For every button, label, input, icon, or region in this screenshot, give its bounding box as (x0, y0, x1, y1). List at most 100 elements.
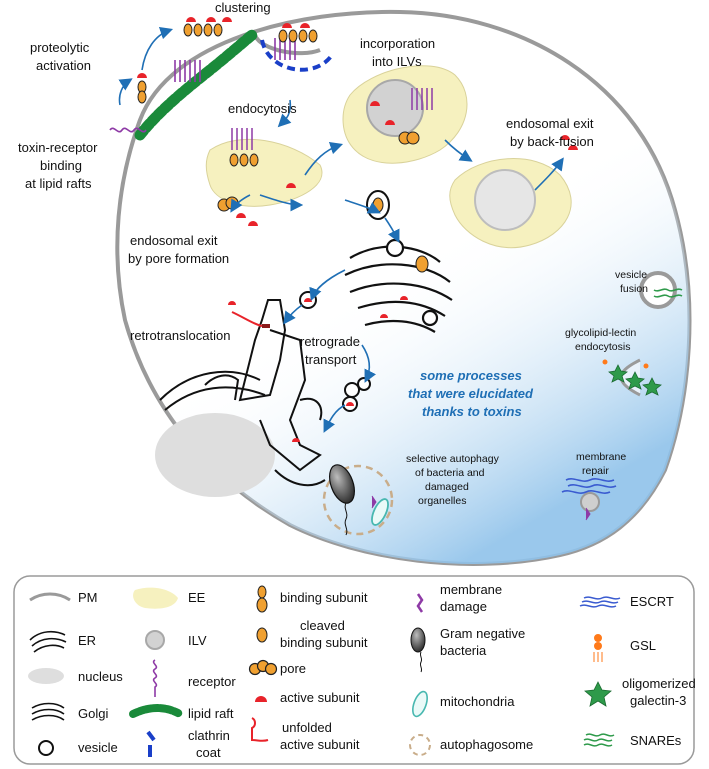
label-fusion: fusion (620, 283, 648, 295)
label-transport: transport (305, 352, 357, 367)
legend-autophagosome-icon (409, 734, 431, 756)
legend-galectin: galectin-3 (630, 693, 686, 708)
label-by-back-fusion: by back-fusion (510, 134, 594, 149)
nucleus (155, 413, 275, 497)
legend-nucleus-icon (28, 668, 64, 684)
legend-receptor-icon (152, 659, 158, 697)
er (159, 299, 326, 487)
back-fusion-endosome (449, 135, 578, 249)
legend-clathrin-icon (146, 730, 156, 757)
legend-cleaved: cleaved (300, 618, 345, 633)
toxin-cluster-top (137, 17, 318, 104)
legend-vesicle: vesicle (78, 740, 118, 755)
label-into-ilvs: into ILVs (372, 54, 422, 69)
legend-snares-icon (583, 733, 615, 747)
legend-cleaved-icon (256, 627, 268, 643)
clathrin-coat-pit (260, 39, 334, 72)
label-activation: activation (36, 58, 91, 73)
legend-pm-icon (29, 592, 71, 602)
label-retrotranslocation: retrotranslocation (130, 328, 230, 343)
receptor-outside (109, 38, 296, 133)
legend-ilv-icon (145, 630, 165, 650)
label-lipid-rafts: at lipid rafts (25, 176, 92, 191)
label-retrograde: retrograde (300, 334, 360, 349)
label-binding: binding (40, 158, 82, 173)
legend-oligomerized: oligomerized (622, 676, 696, 691)
label-of-bacteria: of bacteria and (415, 467, 485, 479)
label-glycolipid-endocytosis: endocytosis (575, 341, 630, 353)
free-active-subunits (236, 213, 258, 226)
legend-active-icon (255, 696, 267, 702)
legend-escrt: ESCRT (630, 594, 674, 609)
legend-ee-icon (133, 587, 178, 609)
label-endosomal-exit-pore: endosomal exit (130, 233, 218, 248)
legend-er: ER (78, 633, 96, 648)
early-endosome-ilv (342, 65, 468, 164)
label-by-pore-formation: by pore formation (128, 251, 229, 266)
label-repair: repair (582, 465, 609, 477)
legend-pore: pore (280, 661, 306, 676)
unfolded-subunit (231, 311, 263, 327)
legend-galectin-icon (584, 681, 612, 707)
legend-ee: EE (188, 590, 206, 605)
pathway-arrows (118, 26, 564, 433)
membrane-repair-bud (580, 492, 600, 512)
label-glycolipid: glycolipid-lectin (565, 327, 636, 339)
vesicle-2 (344, 382, 360, 398)
legend-box (13, 575, 695, 765)
legend-receptor: receptor (188, 674, 236, 689)
legend-gsl: GSL (630, 638, 656, 653)
label-damaged: damaged (425, 481, 469, 493)
legend-mitochondria: mitochondria (440, 694, 515, 709)
highlight-line-1: some processes (420, 368, 522, 383)
legend-clathrin: clathrin (188, 728, 230, 743)
legend-snares: SNAREs (630, 733, 682, 748)
label-endosomal-exit-back: endosomal exit (506, 116, 594, 131)
legend-binding: binding subunit (280, 590, 368, 605)
legend-golgi-icon (31, 702, 65, 721)
legend-golgi: Golgi (78, 706, 108, 721)
legend-bacteria-icon (410, 627, 426, 673)
label-toxin-receptor: toxin-receptor (18, 140, 98, 155)
label-endocytosis: endocytosis (228, 101, 297, 116)
label-incorporation: incorporation (360, 36, 435, 51)
legend-gsl-icon (593, 634, 603, 662)
mitochondrion (371, 498, 389, 526)
legend-pm: PM (78, 590, 98, 605)
gsl-markers (602, 359, 649, 369)
legend-er-icon (29, 630, 67, 653)
legend-lipid-raft-icon (129, 704, 184, 718)
label-organelles: organelles (418, 495, 466, 507)
legend-unfolded-icon (251, 717, 269, 742)
legend-nucleus: nucleus (78, 669, 123, 684)
legend-gram-negative: Gram negative (440, 626, 525, 641)
galectin-lattice (608, 364, 662, 396)
highlight-line-2: that were elucidated (408, 386, 534, 401)
highlight-line-3: thanks to toxins (422, 404, 522, 419)
escrt-complex (561, 478, 617, 494)
legend-membrane: membrane (440, 582, 502, 597)
legend-unfolded-active: active subunit (280, 737, 360, 752)
legend-escrt-icon (579, 596, 621, 608)
gram-negative-bacterium (329, 464, 355, 504)
label-proteolytic: proteolytic (30, 40, 90, 55)
legend-cleaved-binding: binding subunit (280, 635, 368, 650)
label-membrane: membrane (576, 451, 626, 463)
label-clustering: clustering (215, 0, 271, 15)
legend-pore-icon (248, 659, 278, 676)
label-vesicle: vesicle (615, 269, 647, 281)
legend-coat: coat (196, 745, 221, 760)
ilv (366, 79, 424, 137)
legend-binding-icon (256, 585, 268, 613)
legend-active: active subunit (280, 690, 360, 705)
snare-complex (653, 288, 683, 298)
legend-ilv: ILV (188, 633, 207, 648)
legend-bacteria: bacteria (440, 643, 487, 658)
legend-damage: damage (440, 599, 487, 614)
lipid-raft-outside (134, 29, 258, 141)
legend-unfolded: unfolded (282, 720, 332, 735)
label-selective-autophagy: selective autophagy (406, 453, 500, 465)
legend-lipid-raft: lipid raft (188, 706, 234, 721)
legend-mitochondria-icon (412, 690, 428, 718)
